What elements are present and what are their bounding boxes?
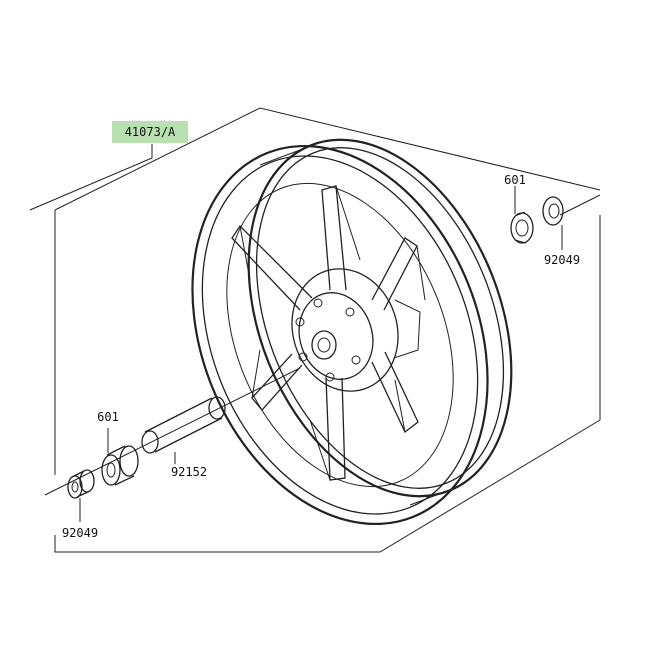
frame-outline xyxy=(54,107,601,553)
bearing-right xyxy=(510,211,534,244)
collar-92152 xyxy=(141,396,226,454)
seal-right xyxy=(542,196,564,226)
assembly-leader xyxy=(29,144,153,211)
wheel-rim xyxy=(191,138,513,526)
wheel-hub xyxy=(291,268,421,392)
bearing-left xyxy=(101,445,139,486)
label-collar[interactable]: 92152 xyxy=(171,465,207,479)
axle-centerline xyxy=(44,367,301,496)
axle-centerline-right xyxy=(559,194,601,216)
label-bearing-left[interactable]: 601 xyxy=(97,410,119,424)
label-seal-right[interactable]: 92049 xyxy=(544,253,580,267)
label-seal-left[interactable]: 92049 xyxy=(62,526,98,540)
label-bearing-right[interactable]: 601 xyxy=(504,173,526,187)
assembly-label-highlight xyxy=(112,121,188,143)
label-41073-a[interactable]: 41073/A xyxy=(125,125,176,139)
wheel-spokes xyxy=(231,185,426,481)
seal-left xyxy=(67,469,95,499)
